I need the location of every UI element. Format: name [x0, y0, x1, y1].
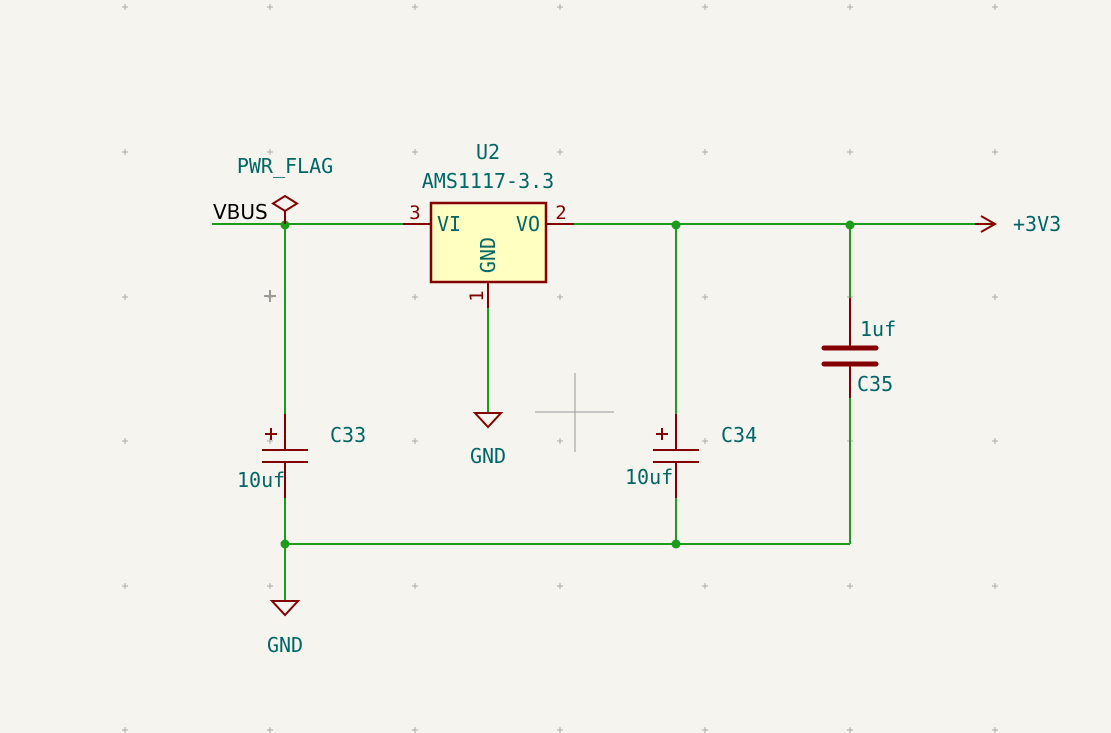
junction-vbus — [280, 220, 290, 230]
grid-mark — [992, 727, 998, 733]
grid-mark — [267, 583, 273, 589]
gnd-label-regulator: GND — [470, 444, 506, 468]
grid-marks — [122, 4, 998, 733]
grid-mark — [702, 149, 708, 155]
c34-ref: C34 — [721, 423, 757, 447]
grid-mark — [412, 4, 418, 10]
net-label-vbus[interactable]: VBUS — [213, 200, 268, 224]
grid-mark — [847, 4, 853, 10]
grid-mark — [267, 149, 273, 155]
grid-mark — [122, 438, 128, 444]
ground-triangle-icon — [472, 412, 504, 429]
grid-mark — [557, 4, 563, 10]
capacitor-c34[interactable]: C34 10uf — [625, 414, 757, 498]
grid-mark — [702, 294, 708, 300]
regulator-ref: U2 — [476, 140, 500, 164]
grid-mark — [992, 438, 998, 444]
c33-polarity-plus-icon — [265, 428, 277, 440]
power-port-arrow-icon — [980, 215, 998, 233]
regulator-pin-gnd-number: 1 — [466, 290, 488, 301]
grid-mark — [122, 727, 128, 733]
gnd-symbol-bottom[interactable]: GND — [267, 600, 303, 657]
grid-mark — [412, 727, 418, 733]
junction-c35-top — [845, 220, 855, 230]
grid-mark — [122, 294, 128, 300]
grid-mark — [412, 438, 418, 444]
junction-c34-top — [671, 220, 681, 230]
grid-mark — [557, 583, 563, 589]
anchor-plus-icon — [264, 290, 276, 302]
gnd-symbol-regulator[interactable]: GND — [470, 412, 506, 468]
power-port-3v3-label: +3V3 — [1013, 212, 1061, 236]
cursor-crosshair-icon — [535, 373, 614, 452]
c33-value: 10uf — [237, 468, 285, 492]
grid-mark — [122, 4, 128, 10]
grid-mark — [557, 294, 563, 300]
grid-mark — [557, 727, 563, 733]
c35-ref: C35 — [857, 372, 893, 396]
regulator-pin-gnd-name: GND — [476, 237, 500, 273]
gnd-label-bottom: GND — [267, 633, 303, 657]
grid-mark — [267, 4, 273, 10]
pwr-flag-diamond-icon — [271, 194, 299, 213]
grid-mark — [122, 149, 128, 155]
regulator-pin-vi-number: 3 — [409, 202, 420, 224]
grid-mark — [992, 149, 998, 155]
pwr-flag-symbol[interactable]: PWR_FLAG — [237, 154, 333, 224]
grid-mark — [557, 438, 563, 444]
regulator-pin-vo-number: 2 — [555, 202, 566, 224]
wires — [212, 223, 975, 600]
grid-mark — [557, 149, 563, 155]
grid-mark — [992, 583, 998, 589]
grid-mark — [412, 583, 418, 589]
regulator-pin-vi-name: VI — [437, 212, 461, 236]
capacitor-c35[interactable]: 1uf C35 — [821, 298, 896, 398]
ground-triangle-icon — [269, 600, 301, 617]
grid-mark — [847, 149, 853, 155]
grid-mark — [847, 727, 853, 733]
junction-gnd-mid — [671, 539, 681, 549]
regulator-pin-vo-name: VO — [516, 212, 540, 236]
grid-mark — [702, 4, 708, 10]
c33-ref: C33 — [330, 423, 366, 447]
capacitor-c33[interactable]: C33 10uf — [237, 414, 366, 498]
grid-mark — [702, 583, 708, 589]
regulator-value: AMS1117-3.3 — [422, 169, 554, 193]
grid-mark — [992, 4, 998, 10]
grid-mark — [702, 727, 708, 733]
c35-value: 1uf — [860, 317, 896, 341]
pwr-flag-label: PWR_FLAG — [237, 154, 333, 178]
grid-mark — [702, 438, 708, 444]
grid-mark — [122, 583, 128, 589]
c34-value: 10uf — [625, 465, 673, 489]
power-port-3v3[interactable]: +3V3 — [975, 212, 1061, 236]
grid-mark — [412, 294, 418, 300]
regulator-u2[interactable]: U2 AMS1117-3.3 VI VO GND 3 2 1 — [403, 140, 574, 308]
regulator-body — [429, 201, 548, 284]
junctions — [280, 220, 855, 549]
junction-gnd-left — [280, 539, 290, 549]
grid-mark — [412, 149, 418, 155]
grid-mark — [847, 583, 853, 589]
grid-mark — [992, 294, 998, 300]
c34-polarity-plus-icon — [656, 428, 668, 440]
grid-mark — [267, 727, 273, 733]
